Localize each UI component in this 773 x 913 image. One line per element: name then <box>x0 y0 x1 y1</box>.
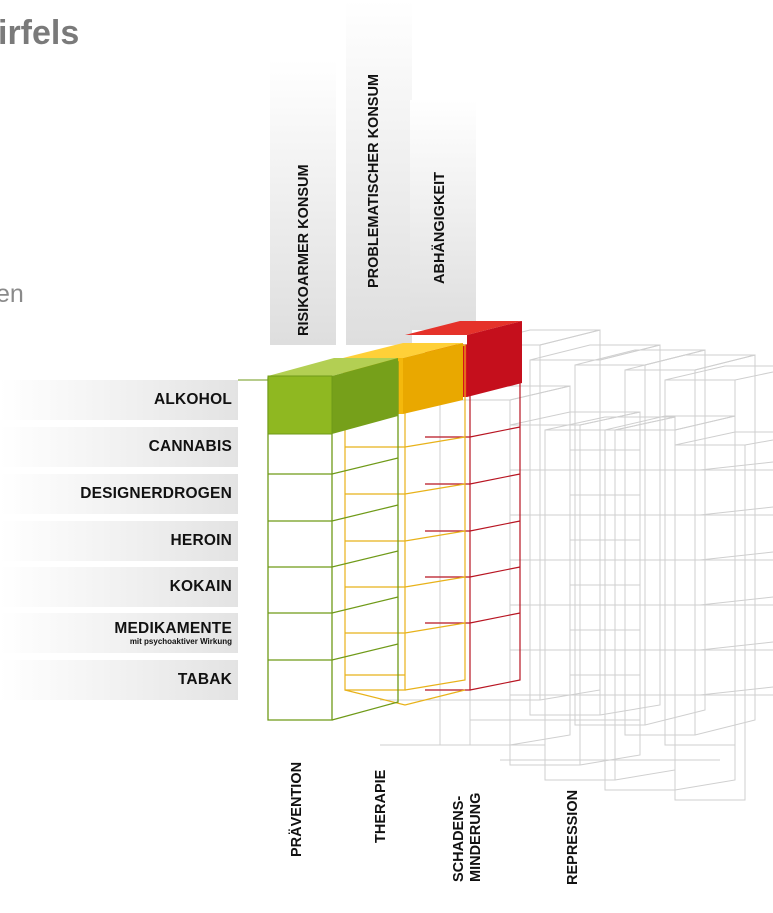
prevention-top-cube <box>267 358 398 435</box>
page-title: irfels <box>0 14 80 52</box>
column-label-problematic: PROBLEMATISCHER KONSUM <box>366 73 382 288</box>
banner-problematic <box>346 0 412 345</box>
pillar-label-prevention: PRÄVENTION <box>289 761 305 857</box>
page-subtitle: en <box>0 280 24 308</box>
row-label-tabak: TABAK <box>0 660 238 700</box>
banner-risk <box>270 60 336 345</box>
column-label-dependency: ABHÄNGIGKEIT <box>432 172 448 284</box>
row-label-text: MEDIKAMENTE <box>114 619 232 637</box>
row-label-text: KOKAIN <box>169 578 232 595</box>
row-label-heroin: HEROIN <box>0 521 238 561</box>
row-label-note: mit psychoaktiver Wirkung <box>129 636 232 646</box>
row-label-text: TABAK <box>177 671 232 688</box>
pillar-label-therapy: THERAPIE <box>373 769 389 843</box>
row-label-text: HEROIN <box>170 532 232 549</box>
row-label-kokain: KOKAIN <box>0 567 238 607</box>
row-label-alkohol: ALKOHOL <box>0 380 238 420</box>
row-label-medikamente: MEDIKAMENTE mit psychoaktiver Wirkung <box>0 613 238 653</box>
row-label-cannabis: CANNABIS <box>0 427 238 467</box>
row-label-text: DESIGNERDROGEN <box>80 485 232 502</box>
pillar-label-harm-reduction-1: SCHADENS- <box>451 795 467 882</box>
pillar-label-repression: REPRESSION <box>565 789 581 885</box>
banner-dependency <box>410 100 476 330</box>
row-label-designerdrogen: DESIGNERDROGEN <box>0 474 238 514</box>
column-label-risk: RISIKOARMER KONSUM <box>296 164 312 336</box>
pillar-label-harm-reduction-2: MINDERUNG <box>468 792 484 882</box>
row-label-text: ALKOHOL <box>153 391 232 408</box>
row-label-text: CANNABIS <box>148 438 232 455</box>
